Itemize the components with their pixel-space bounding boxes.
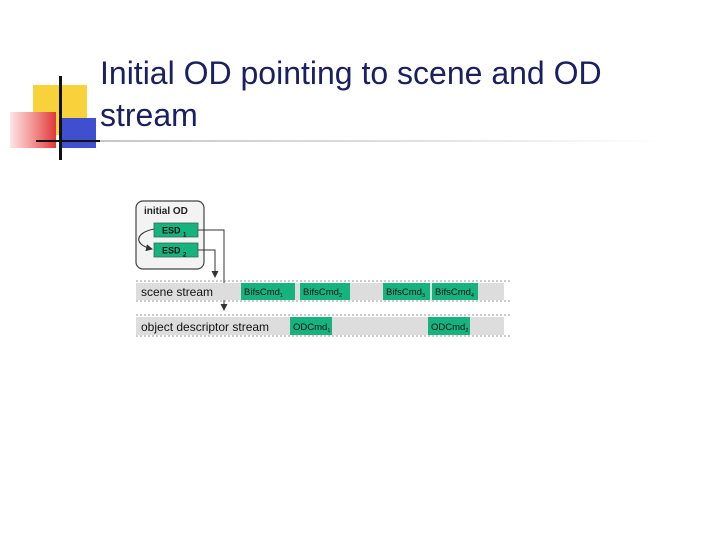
od-stream-label: object descriptor stream	[141, 320, 269, 334]
esd1-label: ESD	[162, 226, 181, 236]
esd2-box: ESD 2	[153, 242, 199, 259]
decor-blue-square	[60, 118, 96, 148]
svg-text:ESD 2: ESD 2	[162, 246, 187, 259]
scene-cmd-label: BifsCmd	[244, 287, 280, 298]
scene-cmd-sub: 2	[339, 293, 342, 299]
svg-text:BifsCmd4: BifsCmd4	[435, 287, 474, 299]
initial-od-label: initial OD	[144, 206, 188, 217]
od-cmd-sub: 2	[465, 328, 468, 334]
scene-stream-label: scene stream	[141, 285, 213, 299]
svg-text:ESD 1: ESD 1	[162, 226, 187, 239]
od-cmd-label: ODCmd	[431, 322, 465, 333]
od-stream-diagram: initial OD ESD 1 ESD 2 scene stream Bifs…	[135, 200, 512, 337]
title-underline	[100, 140, 660, 142]
od-cmd-block	[290, 317, 332, 335]
scene-cmd-block	[383, 283, 430, 300]
esd2-sub: 2	[183, 253, 187, 259]
scene-cmd-label: BifsCmd	[435, 287, 471, 298]
od-cmd-sub: 1	[327, 328, 330, 334]
decor-vertical-line	[59, 76, 62, 160]
scene-cmd-sub: 3	[422, 293, 425, 299]
esd-link-arc	[138, 228, 155, 252]
od-cmd-2: ODCmd2	[428, 317, 470, 335]
od-cmd-label: ODCmd	[293, 322, 327, 333]
scene-cmd-block	[300, 283, 350, 300]
scene-cmd-block	[432, 283, 478, 300]
decor-red-gradient-square	[10, 112, 56, 148]
scene-cmd-block	[241, 283, 295, 300]
scene-cmd-label: BifsCmd	[386, 287, 422, 298]
scene-cmd-label: BifsCmd	[303, 287, 339, 298]
slide-title: Initial OD pointing to scene and OD stre…	[100, 55, 602, 133]
svg-text:BifsCmd1: BifsCmd1	[244, 287, 283, 299]
svg-text:BifsCmd2: BifsCmd2	[303, 287, 342, 299]
svg-text:BifsCmd3: BifsCmd3	[386, 287, 425, 299]
esd1-sub: 1	[183, 233, 187, 239]
svg-text:ODCmd2: ODCmd2	[431, 322, 468, 334]
scene-cmd-4: BifsCmd4	[432, 283, 478, 300]
decor-horizontal-line	[36, 140, 106, 142]
esd2-label: ESD	[162, 246, 181, 256]
od-cmd-block	[428, 317, 470, 335]
esd2-arrow	[198, 249, 219, 278]
scene-cmd-sub: 1	[280, 293, 283, 299]
svg-text:ODCmd1: ODCmd1	[293, 322, 330, 334]
scene-cmd-1: BifsCmd1	[241, 283, 295, 300]
scene-cmd-2: BifsCmd2	[300, 283, 350, 300]
scene-cmd-sub: 4	[471, 293, 474, 299]
od-cmd-1: ODCmd1	[290, 317, 332, 335]
esd1-box: ESD 1	[153, 222, 199, 239]
scene-cmd-3: BifsCmd3	[383, 283, 430, 300]
